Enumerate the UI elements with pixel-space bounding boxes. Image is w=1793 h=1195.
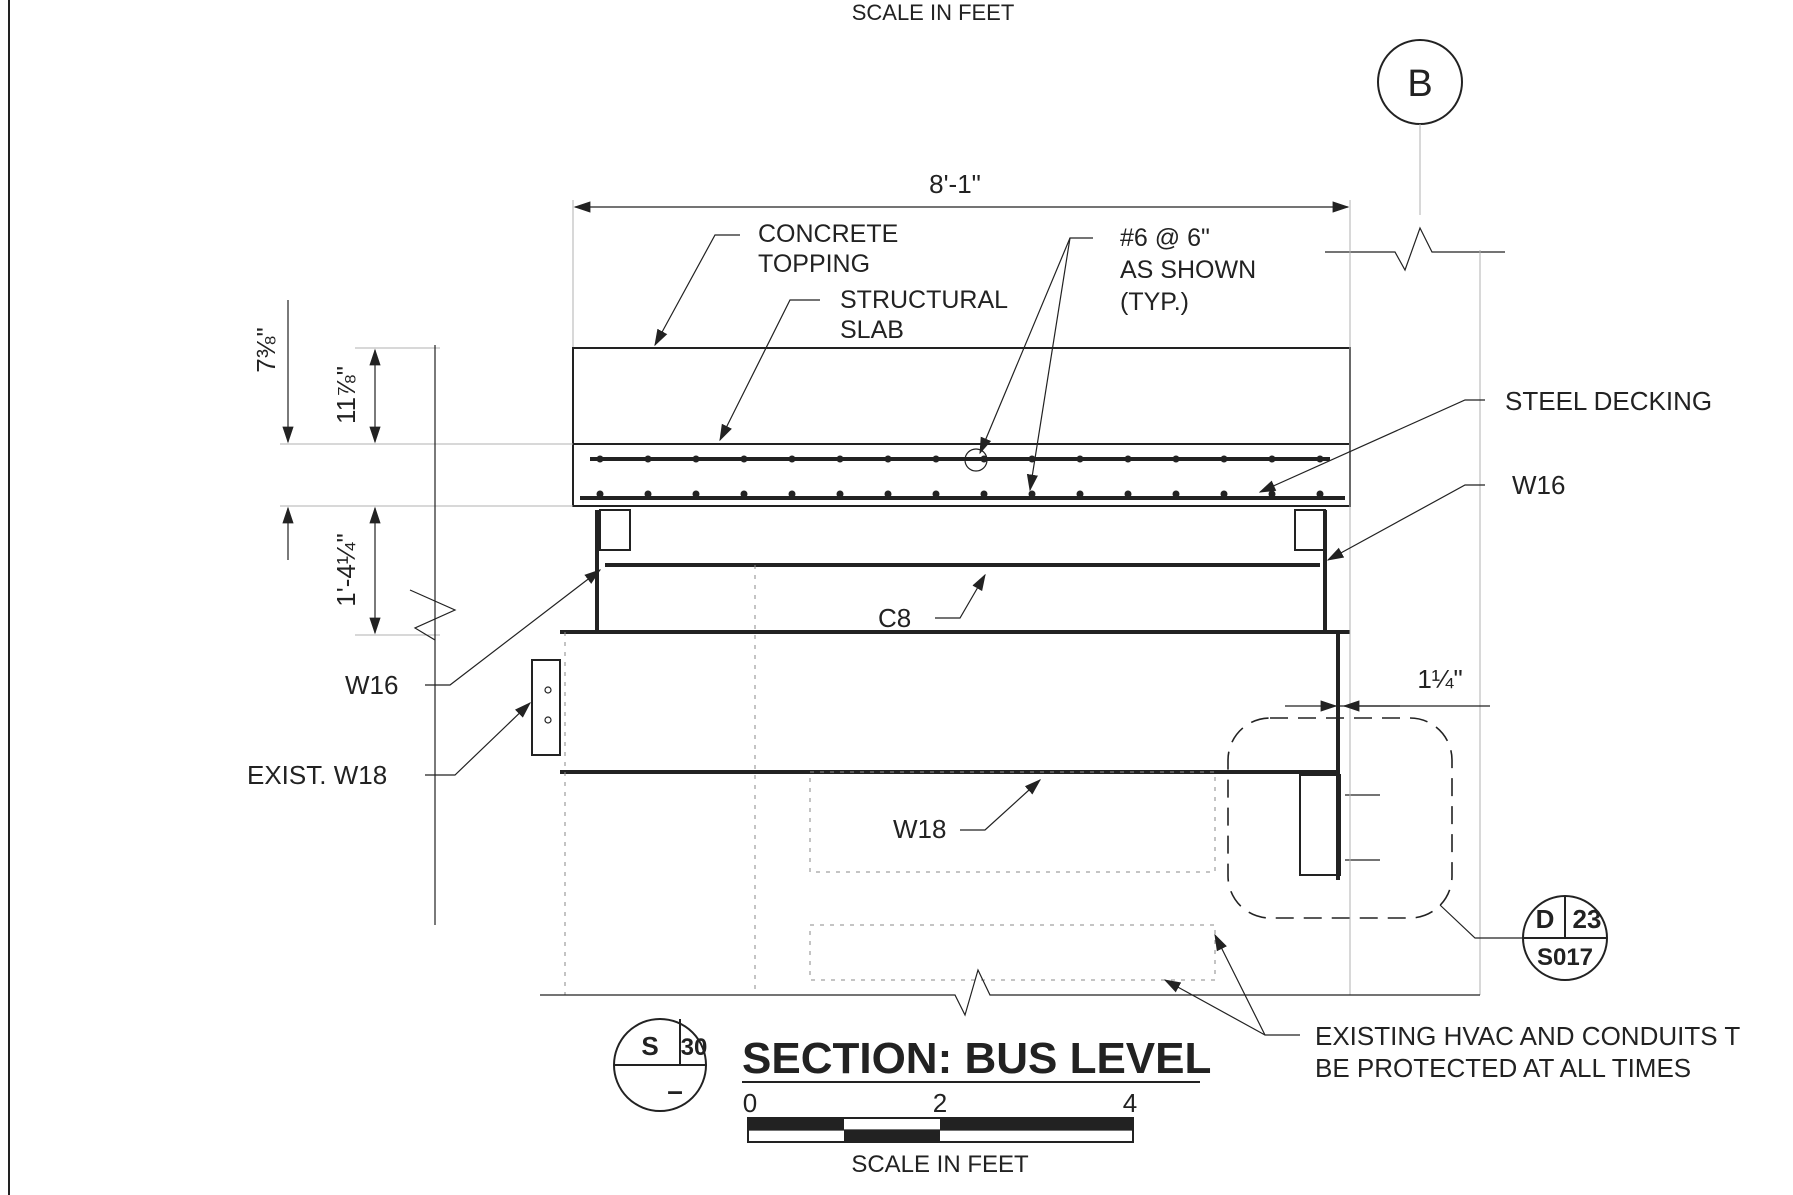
scale-tick-4: 4	[1123, 1088, 1137, 1118]
rebar-dot	[836, 455, 844, 463]
detail-callout-number: 23	[1573, 904, 1602, 934]
rebar-dot	[1220, 490, 1228, 498]
w16-beam-right	[1294, 509, 1350, 634]
scale-bar: 0 2 4 SCALE IN FEET	[743, 1088, 1137, 1178]
label-structural-slab-1: STRUCTURAL	[840, 286, 1008, 314]
rebar-dot	[1172, 455, 1180, 463]
rebar-dot	[644, 490, 652, 498]
label-rebar-1: #6 @ 6"	[1120, 224, 1210, 252]
rebar-dot	[1028, 455, 1036, 463]
section-title-block: S 30 – SECTION: BUS LEVEL	[613, 1018, 1211, 1112]
scale-tick-2: 2	[933, 1088, 947, 1118]
rebar-dot	[1028, 490, 1036, 498]
rebar-dot	[692, 490, 700, 498]
label-w16-left: W16	[345, 670, 398, 700]
rebar-dot	[692, 455, 700, 463]
left-dimension-stack	[280, 300, 573, 925]
label-structural-slab-2: SLAB	[840, 316, 904, 344]
rebar-dot	[1076, 455, 1084, 463]
connection-detail	[1227, 717, 1453, 919]
label-rebar-2: AS SHOWN	[1120, 256, 1256, 284]
note-line-2: BE PROTECTED AT ALL TIMES	[1315, 1053, 1691, 1083]
rebar-dot	[596, 490, 604, 498]
rebar-dot	[980, 455, 988, 463]
break-line-top	[1325, 226, 1505, 272]
rebar-dot	[884, 490, 892, 498]
detail-callout-sheet: S017	[1537, 944, 1593, 971]
rebar-dot	[836, 490, 844, 498]
rebar-dot	[884, 455, 892, 463]
rebar-dot	[596, 455, 604, 463]
rebar-dot	[788, 490, 796, 498]
slab-depth-dimension-text: 11⅞"	[331, 366, 361, 424]
detail-callout: D 23 S017	[1522, 895, 1608, 981]
rebar-dot	[1172, 490, 1180, 498]
rebar-dot	[1124, 455, 1132, 463]
grid-bubble-label: B	[1407, 63, 1432, 105]
rebar-dot	[1076, 490, 1084, 498]
rebar-dot	[1268, 455, 1276, 463]
topping-dimension-text: 7⅜"	[251, 327, 281, 372]
w16-beam-left	[584, 509, 632, 634]
section-number: 30	[681, 1034, 708, 1061]
label-exist-w18: EXIST. W18	[247, 760, 387, 790]
grid-bubble-b: B	[1377, 39, 1463, 215]
existing-hvac-outline	[809, 771, 1216, 873]
rebar-dot	[1124, 490, 1132, 498]
rebar-dot	[932, 455, 940, 463]
rebar-dot	[1316, 490, 1324, 498]
label-c8: C8	[878, 603, 911, 633]
label-rebar-3: (TYP.)	[1120, 288, 1189, 316]
existing-conduit-outline	[809, 924, 1216, 981]
rebar-dot	[740, 455, 748, 463]
scale-tick-0: 0	[743, 1088, 757, 1118]
section-sheet-ref: –	[667, 1075, 683, 1106]
top-scale-caption: SCALE IN FEET	[852, 0, 1015, 25]
leaders	[425, 234, 1525, 1036]
rebar-dots	[596, 455, 1324, 498]
rebar-dot	[980, 490, 988, 498]
section-title: SECTION: BUS LEVEL	[742, 1034, 1211, 1083]
label-w16-right: W16	[1512, 470, 1565, 500]
rebar-dot	[1220, 455, 1228, 463]
detail-callout-letter: D	[1536, 904, 1555, 934]
rebar-dot	[932, 490, 940, 498]
rebar-dot	[1316, 455, 1324, 463]
note-line-1: EXISTING HVAC AND CONDUITS T	[1315, 1021, 1740, 1051]
rebar-dot	[1268, 490, 1276, 498]
label-w18: W18	[893, 814, 946, 844]
beam-depth-dimension-text: 1'-4¼"	[331, 533, 361, 606]
concrete-slab	[572, 347, 1351, 507]
rebar-dot	[788, 455, 796, 463]
label-concrete-topping-2: TOPPING	[758, 250, 870, 278]
scale-caption: SCALE IN FEET	[851, 1151, 1029, 1178]
rebar-dot	[740, 490, 748, 498]
overall-width-text: 8'-1"	[929, 169, 981, 199]
rebar-dot	[644, 455, 652, 463]
offset-dimension-text: 1¼"	[1417, 664, 1462, 694]
section-letter: S	[641, 1031, 658, 1061]
break-line-bottom	[540, 968, 1480, 1017]
label-concrete-topping-1: CONCRETE	[758, 220, 898, 248]
label-steel-decking: STEEL DECKING	[1505, 386, 1712, 416]
